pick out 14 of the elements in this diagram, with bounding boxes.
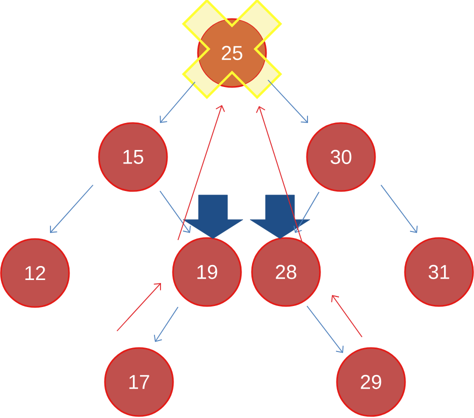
arrow xyxy=(306,306,344,353)
arrow xyxy=(331,295,362,338)
arrow xyxy=(116,283,161,332)
arrow xyxy=(256,106,302,242)
arrow xyxy=(160,190,191,233)
arrow xyxy=(50,184,94,233)
arrow xyxy=(380,184,418,233)
block-arrow xyxy=(182,194,244,239)
arrow xyxy=(154,306,178,342)
arrow xyxy=(160,82,196,123)
arrow xyxy=(268,80,308,123)
arrow xyxy=(178,105,225,240)
block-arrow xyxy=(250,194,310,239)
arrow xyxy=(294,192,320,233)
